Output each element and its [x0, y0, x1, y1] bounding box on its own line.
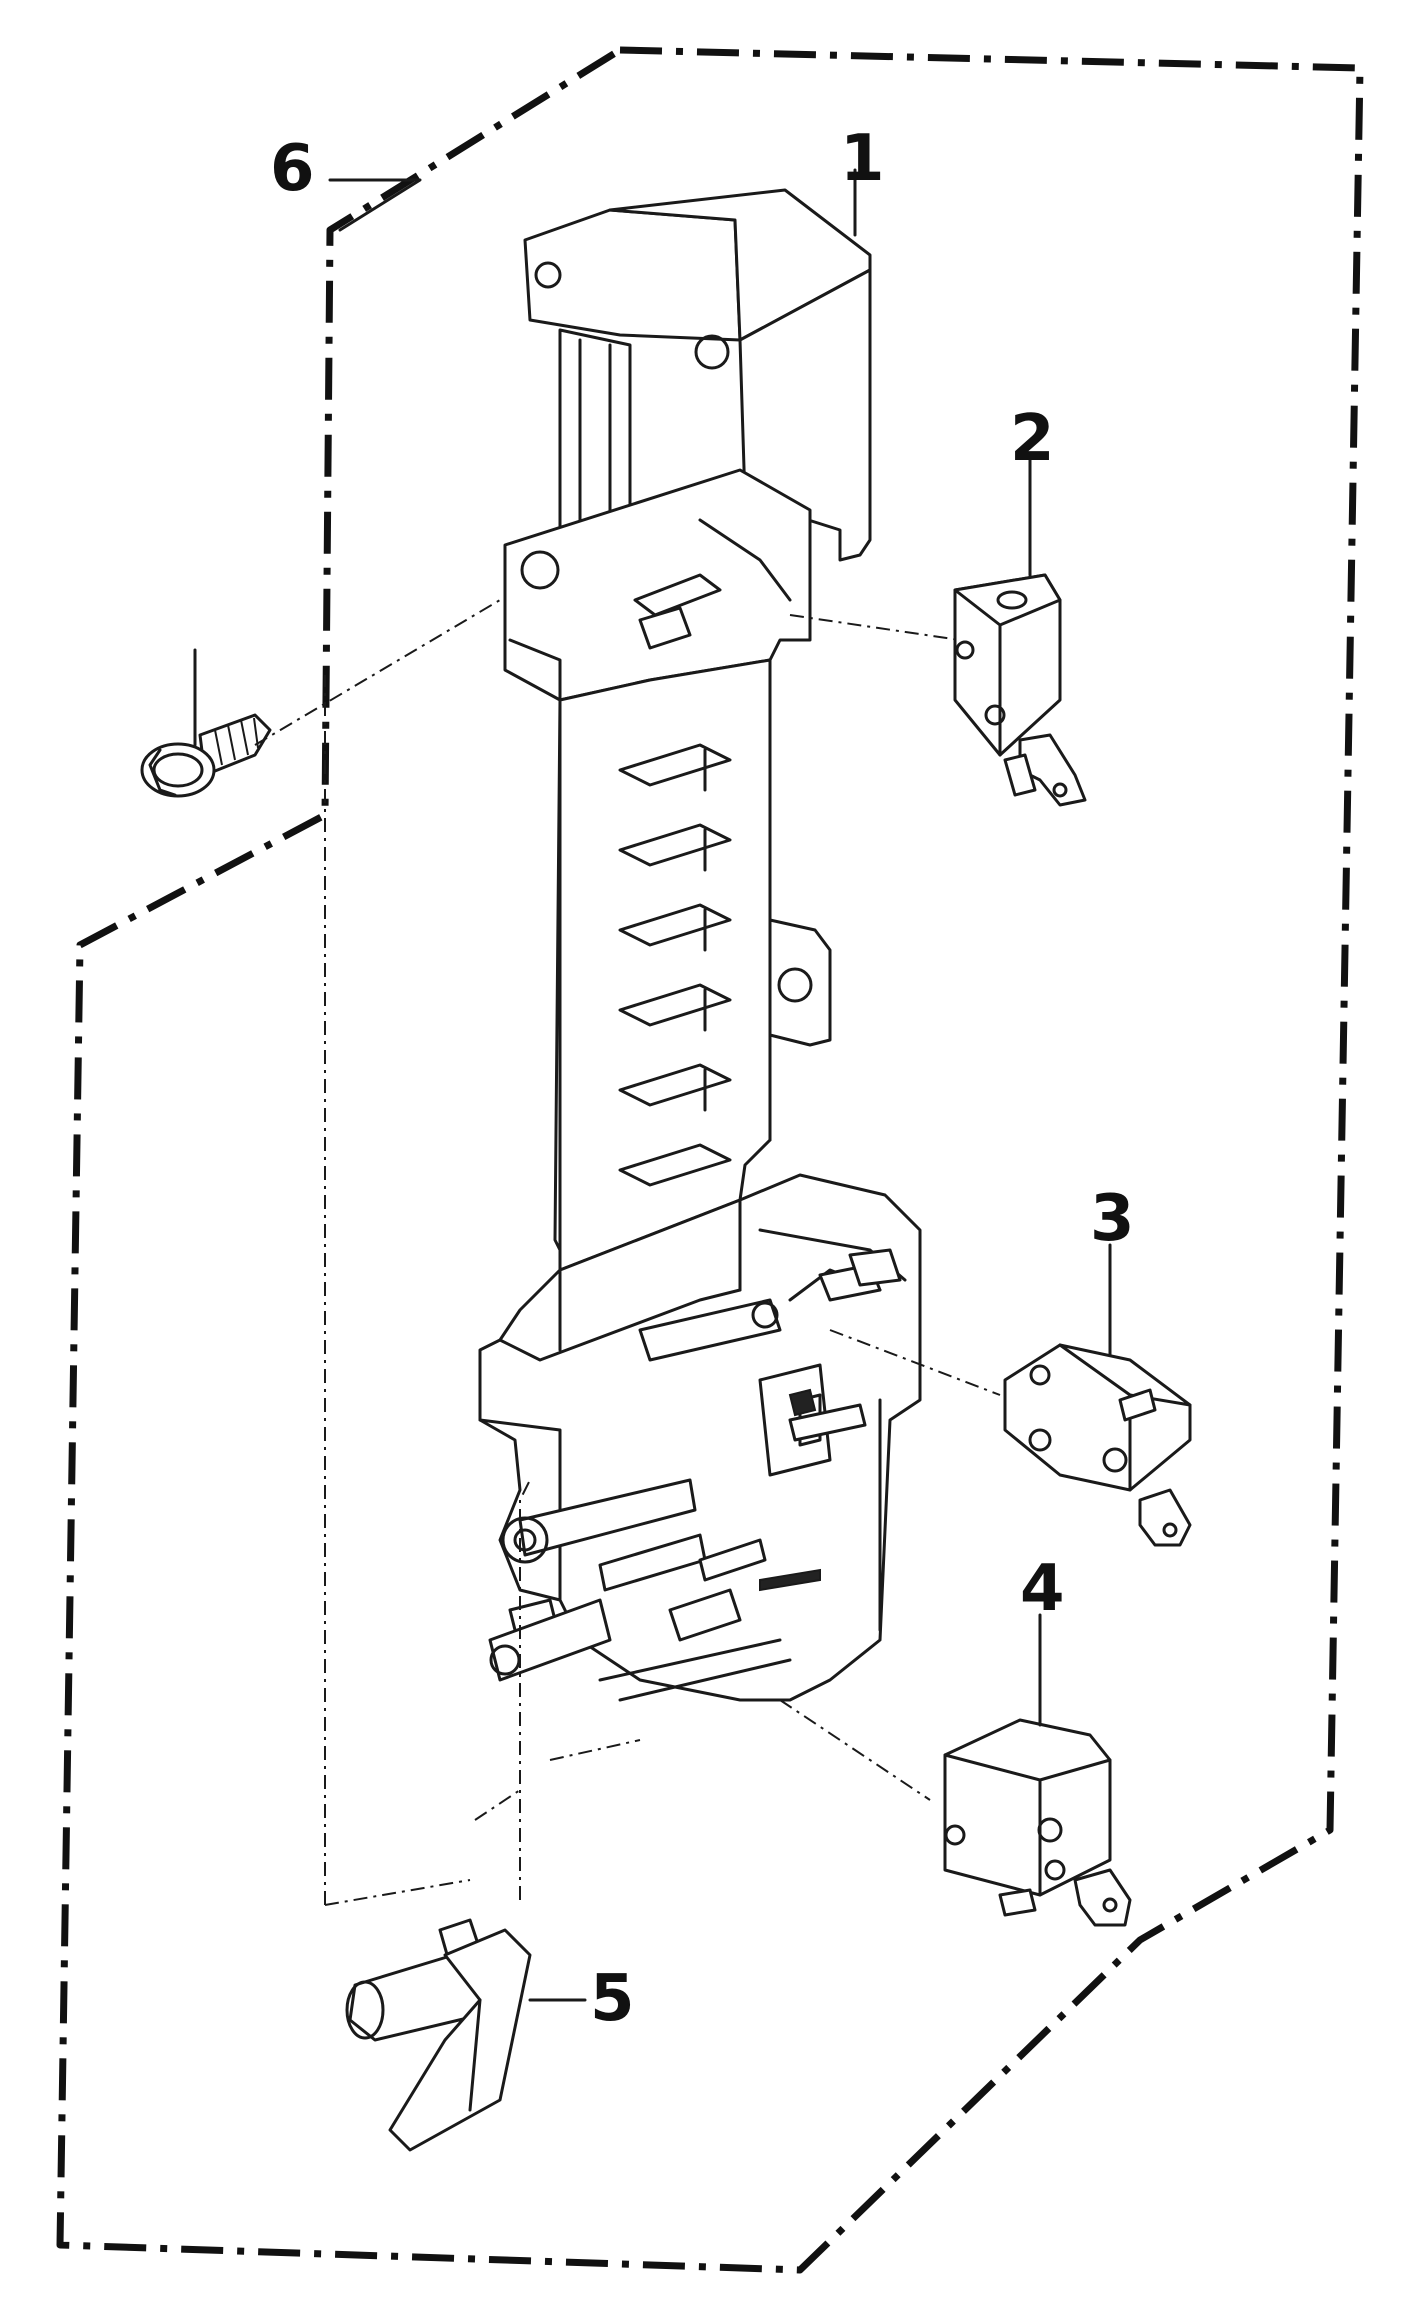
screw-part-6 — [140, 648, 272, 798]
leader-lines — [328, 168, 1112, 2002]
assembly-dash-lines — [254, 599, 1001, 1906]
microswitch-part-3 — [1003, 1343, 1192, 1547]
callout-5: 5 — [590, 1962, 635, 2036]
lever-part-5 — [345, 1918, 532, 2152]
assembly-boundary-outline — [56, 46, 1364, 2274]
callout-6: 6 — [270, 132, 315, 206]
microswitch-part-2 — [953, 573, 1087, 807]
callout-3: 3 — [1090, 1182, 1135, 1256]
callout-4: 4 — [1020, 1552, 1065, 1626]
callout-1: 1 — [840, 122, 885, 196]
callout-2: 2 — [1010, 402, 1055, 476]
latch-hook-body-part-1 — [478, 188, 922, 1702]
microswitch-part-4 — [943, 1718, 1132, 1927]
spine-ribs — [618, 743, 732, 1187]
